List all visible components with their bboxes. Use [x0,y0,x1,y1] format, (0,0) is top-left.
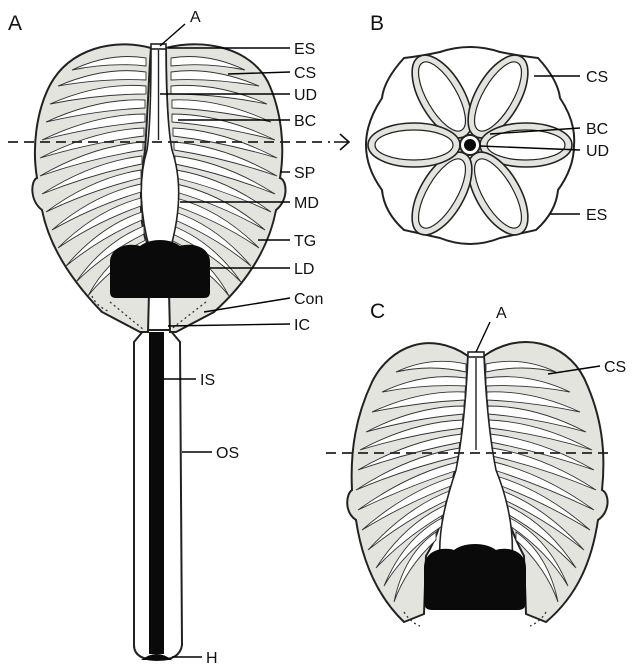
center-core [464,139,476,151]
label-a-ud: UD [294,87,317,104]
label-c-cs: CS [604,359,626,376]
label-a-cs: CS [294,65,316,82]
label-c-apex: A [496,305,507,322]
label-a-ld: LD [294,261,314,278]
section-arrow [334,134,349,150]
label-b-bc: BC [586,121,608,138]
label-a-md: MD [294,195,319,212]
panel-b-label: B [370,12,384,35]
label-a-ic: IC [294,317,310,334]
label-a-con: Con [294,291,323,308]
c-lower-mass [424,544,526,610]
panel-a-label: A [8,12,22,35]
label-a-bc: BC [294,113,316,130]
c-connective-dots [404,612,546,626]
label-b-es: ES [586,207,607,224]
panel-c: C [326,300,626,626]
c-apex-notch [468,352,484,357]
label-a-is: IS [200,372,215,389]
panel-a: A [8,9,349,667]
label-b-cs: CS [586,69,608,86]
inner-stalk [149,332,164,654]
lower-mass [110,240,210,298]
label-a-es: ES [294,41,315,58]
label-a-sp: SP [294,165,315,182]
panel-b: B [366,12,609,244]
label-a-apex: A [190,9,201,26]
label-b-ud: UD [586,143,609,160]
apex-notch [151,44,166,49]
label-a-os: OS [216,445,239,462]
label-a-tg: TG [294,233,316,250]
label-a-h: H [206,650,218,667]
panel-c-label: C [370,300,385,323]
